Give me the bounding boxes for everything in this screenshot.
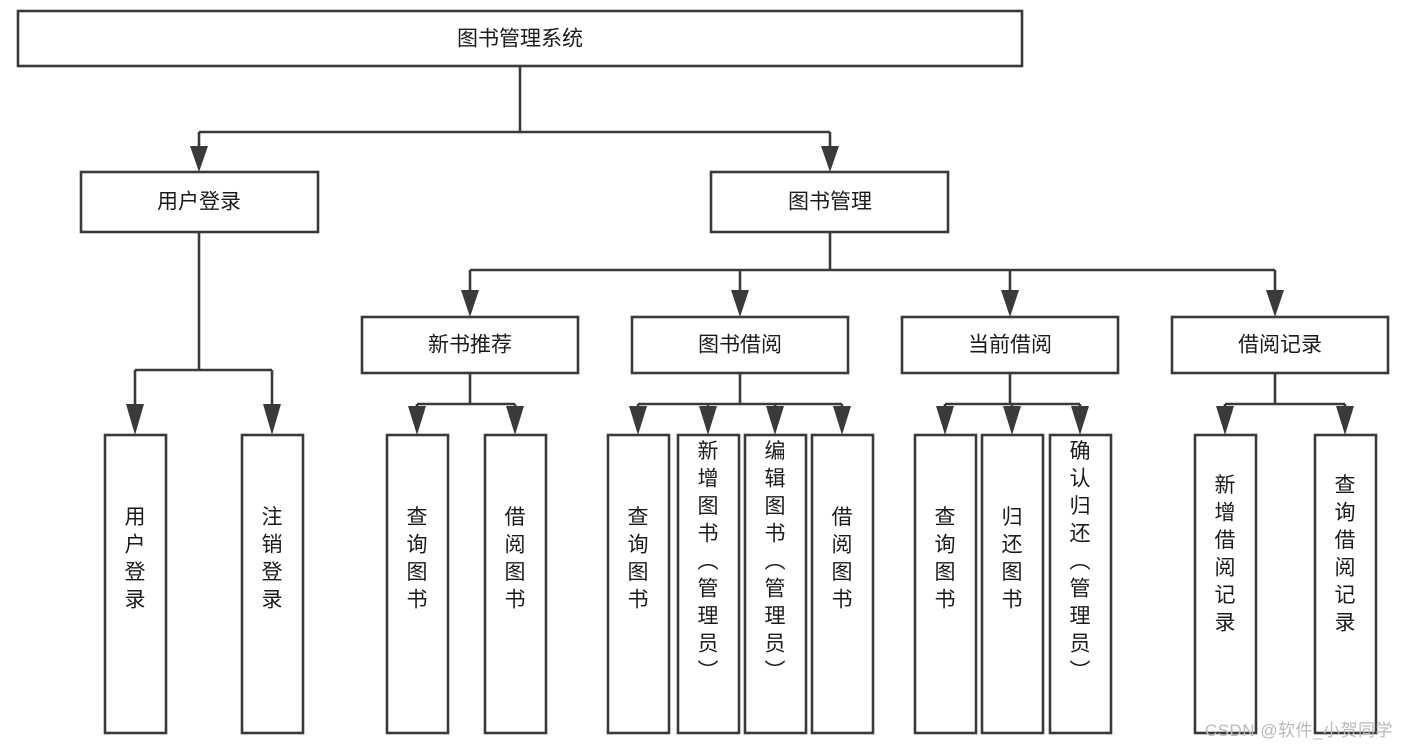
node-leaf-logout-login[interactable]: 注销登录 xyxy=(240,433,305,735)
node-new-book-recommend[interactable]: 新书推荐 xyxy=(360,315,580,375)
node-leaf-edit-book-label: 编辑图书︵管理员︶ xyxy=(765,440,786,683)
node-leaf-user-login-box[interactable] xyxy=(103,433,168,735)
node-leaf-logout-login-box[interactable] xyxy=(240,433,305,735)
arrow-head-leaf-borrow-book-2 xyxy=(833,406,851,435)
arrow-head-leaf-add-book xyxy=(699,406,717,435)
arrow-head-leaf-logout-login xyxy=(263,404,281,435)
node-leaf-query-book-3[interactable]: 查询图书 xyxy=(913,433,978,735)
node-leaf-add-borrow-record-box[interactable] xyxy=(1193,433,1258,735)
node-leaf-query-book-2-label: 查询图书 xyxy=(628,506,649,612)
node-leaf-query-book-1[interactable]: 查询图书 xyxy=(385,433,450,735)
arrow-head-leaf-query-book-1 xyxy=(408,406,426,435)
node-borrow-record-box[interactable] xyxy=(1170,315,1390,375)
node-leaf-borrow-book-1-label: 借阅图书 xyxy=(505,506,526,612)
arrow-head-leaf-user-login xyxy=(126,404,144,435)
node-leaf-edit-book-box[interactable] xyxy=(743,433,808,735)
node-leaf-query-book-3-label: 查询图书 xyxy=(935,506,956,612)
connector-group-new-book-recommend xyxy=(408,373,524,435)
node-user-login-label: 用户登录 xyxy=(157,191,241,214)
arrow-head-book-management xyxy=(821,146,839,172)
node-leaf-user-login-label: 用户登录 xyxy=(125,506,146,612)
node-current-borrow-label: 当前借阅 xyxy=(968,334,1052,357)
node-leaf-return-book-box[interactable] xyxy=(980,433,1045,735)
node-book-borrow[interactable]: 图书借阅 xyxy=(630,315,850,375)
node-leaf-query-borrow-record-label: 查询借阅记录 xyxy=(1335,474,1356,635)
node-leaf-query-book-2[interactable]: 查询图书 xyxy=(606,433,671,735)
node-book-borrow-box[interactable] xyxy=(630,315,850,375)
node-book-management-box[interactable] xyxy=(709,170,950,234)
node-leaf-add-borrow-record-label: 新增借阅记录 xyxy=(1215,474,1236,635)
node-leaf-borrow-book-2-box[interactable] xyxy=(810,433,875,735)
node-new-book-recommend-box[interactable] xyxy=(360,315,580,375)
node-root-label: 图书管理系统 xyxy=(457,28,583,51)
arrow-head-leaf-confirm-return xyxy=(1071,406,1089,435)
node-leaf-user-login[interactable]: 用户登录 xyxy=(103,433,168,735)
node-root-box[interactable] xyxy=(16,9,1024,68)
node-current-borrow[interactable]: 当前借阅 xyxy=(900,315,1120,375)
node-leaf-add-book-box[interactable] xyxy=(676,433,741,735)
connector-group-user-login xyxy=(126,232,281,435)
connector-group-current-borrow xyxy=(936,373,1089,435)
node-leaf-add-book-label: 新增图书︵管理员︶ xyxy=(698,440,719,683)
node-leaf-query-borrow-record-box[interactable] xyxy=(1313,433,1378,735)
node-leaf-borrow-book-2[interactable]: 借阅图书 xyxy=(810,433,875,735)
arrow-head-book-borrow xyxy=(731,290,749,317)
node-leaf-query-borrow-record[interactable]: 查询借阅记录 xyxy=(1313,433,1378,735)
node-user-login[interactable]: 用户登录 xyxy=(79,170,320,234)
arrow-head-leaf-query-book-3 xyxy=(936,406,954,435)
node-leaf-borrow-book-1-box[interactable] xyxy=(483,433,548,735)
arrow-head-leaf-query-borrow-record xyxy=(1336,406,1354,435)
arrow-head-leaf-return-book xyxy=(1003,406,1021,435)
node-leaf-confirm-return-label: 确认归还︵管理员︶ xyxy=(1070,440,1091,683)
arrow-head-leaf-query-book-2 xyxy=(629,406,647,435)
node-root[interactable]: 图书管理系统 xyxy=(16,9,1024,68)
node-leaf-return-book[interactable]: 归还图书 xyxy=(980,433,1045,735)
node-leaf-query-book-1-box[interactable] xyxy=(385,433,450,735)
node-new-book-recommend-label: 新书推荐 xyxy=(428,334,512,357)
arrow-head-leaf-add-borrow-record xyxy=(1216,406,1234,435)
node-borrow-record-label: 借阅记录 xyxy=(1238,334,1322,357)
node-leaf-add-book[interactable]: 新增图书︵管理员︶ xyxy=(676,433,741,735)
node-leaf-borrow-book-1[interactable]: 借阅图书 xyxy=(483,433,548,735)
node-leaf-logout-login-label: 注销登录 xyxy=(262,506,283,612)
node-leaf-query-book-3-box[interactable] xyxy=(913,433,978,735)
connector-group-book-management xyxy=(461,232,1284,317)
node-current-borrow-box[interactable] xyxy=(900,315,1120,375)
node-leaf-confirm-return[interactable]: 确认归还︵管理员︶ xyxy=(1048,433,1113,735)
connector-group-root xyxy=(190,66,839,172)
node-leaf-confirm-return-box[interactable] xyxy=(1048,433,1113,735)
arrow-head-current-borrow xyxy=(1001,290,1019,317)
node-leaf-return-book-label: 归还图书 xyxy=(1002,506,1023,612)
connector-group-borrow-record xyxy=(1216,373,1354,435)
arrow-head-new-book-recommend xyxy=(461,290,479,317)
node-book-management[interactable]: 图书管理 xyxy=(709,170,950,234)
node-leaf-borrow-book-2-label: 借阅图书 xyxy=(832,506,853,612)
node-leaf-query-book-1-label: 查询图书 xyxy=(407,506,428,612)
node-book-borrow-label: 图书借阅 xyxy=(698,334,782,357)
arrow-head-leaf-edit-book xyxy=(766,406,784,435)
node-user-login-box[interactable] xyxy=(79,170,320,234)
arrow-head-borrow-record xyxy=(1266,290,1284,317)
node-leaf-query-book-2-box[interactable] xyxy=(606,433,671,735)
node-leaf-add-borrow-record[interactable]: 新增借阅记录 xyxy=(1193,433,1258,735)
node-leaf-edit-book[interactable]: 编辑图书︵管理员︶ xyxy=(743,433,808,735)
node-book-management-label: 图书管理 xyxy=(788,191,872,214)
arrow-head-user-login xyxy=(190,146,208,172)
connector-group-book-borrow xyxy=(629,373,851,435)
arrow-head-leaf-borrow-book-1 xyxy=(506,406,524,435)
node-borrow-record[interactable]: 借阅记录 xyxy=(1170,315,1390,375)
